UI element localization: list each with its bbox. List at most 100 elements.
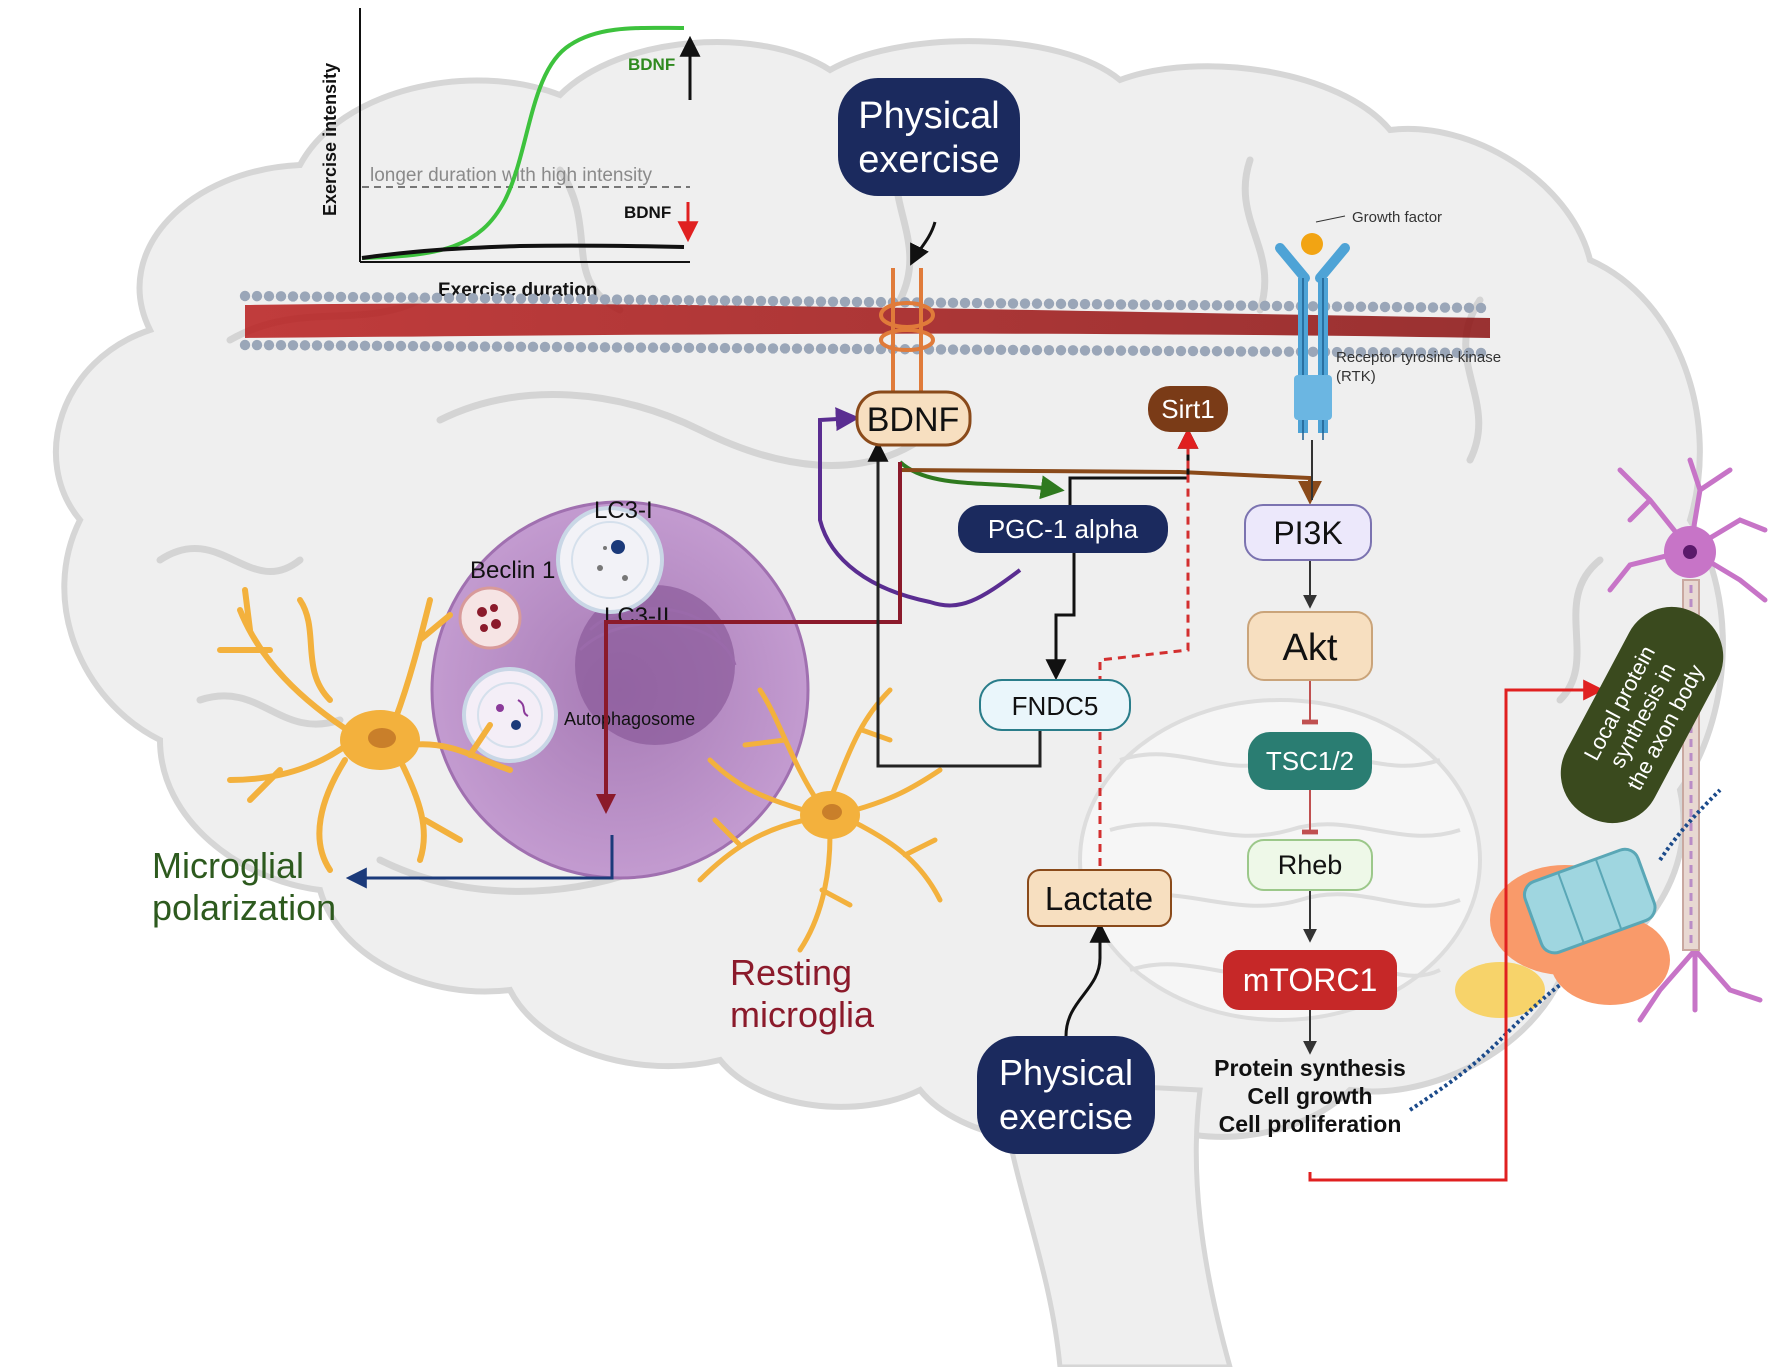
- lipid-head: [1367, 347, 1379, 358]
- lipid-head: [683, 342, 695, 354]
- autophagosome-vesicle: [462, 667, 558, 763]
- lipid-head: [707, 342, 719, 354]
- lipid-head: [791, 343, 803, 354]
- growth-factor-pointer: [1315, 215, 1346, 223]
- lipid-head: [263, 291, 275, 302]
- cell-to-bdnf-arrow: [818, 407, 1022, 608]
- lipid-head: [551, 341, 563, 353]
- lipid-head: [275, 291, 287, 302]
- lipid-head: [251, 290, 263, 302]
- lipid-head: [815, 296, 827, 307]
- microglial-polarization-line1: Microglial: [152, 845, 304, 886]
- lipid-head: [299, 291, 311, 302]
- lipid-head: [491, 293, 503, 304]
- lipid-head: [1331, 301, 1343, 312]
- lipid-head: [239, 290, 251, 302]
- lipid-head: [647, 294, 659, 306]
- resting-microglia-nucleus: [822, 804, 842, 820]
- physical-exercise-top-node: Physical exercise: [838, 78, 1020, 196]
- lipid-head: [455, 292, 467, 304]
- lipid-head: [1451, 302, 1463, 313]
- bdnf-to-pi3k-arrow: [899, 468, 1322, 505]
- bdnf-node: BDNF: [855, 390, 972, 447]
- lipid-head: [827, 343, 839, 354]
- lipid-head: [1199, 300, 1211, 311]
- exercise-to-channel-arrow: [910, 221, 937, 266]
- akt-node-label: Akt: [1283, 627, 1338, 669]
- autophagosome-label: Autophagosome: [564, 709, 695, 729]
- lipid-head: [311, 340, 323, 351]
- lipid-head: [1463, 302, 1475, 313]
- lipid-head: [1199, 345, 1211, 357]
- lipid-head: [419, 292, 431, 303]
- lipid-head: [575, 341, 587, 353]
- lipid-head: [995, 344, 1007, 356]
- mrna-strand-2: [1658, 788, 1722, 862]
- mrna-strand: [1408, 983, 1562, 1112]
- lipid-head: [1067, 298, 1079, 310]
- fndc5-to-bdnf-arrow: [867, 440, 1042, 768]
- lipid-head: [839, 343, 851, 355]
- lipid-head: [599, 342, 611, 353]
- lipid-head: [1151, 299, 1163, 310]
- lipid-head: [335, 291, 347, 303]
- lipid-head: [635, 294, 647, 306]
- lipid-head: [407, 340, 419, 352]
- pgc1-to-fndc5-arrow: [1045, 553, 1076, 681]
- growth-factor-label: Growth factor: [1352, 209, 1442, 226]
- lipid-head: [1403, 302, 1415, 313]
- lipid-head: [1091, 345, 1103, 356]
- lipid-head: [1223, 346, 1235, 357]
- lipid-head: [1427, 302, 1439, 313]
- lipid-head: [1343, 346, 1355, 358]
- lipid-head: [1475, 302, 1487, 314]
- bdnf-to-cell-arrow: [596, 462, 902, 814]
- lipid-head: [1415, 347, 1427, 358]
- lipid-head: [1019, 298, 1031, 309]
- exercise-to-lactate-arrow: [1064, 921, 1111, 1037]
- lipid-head: [1175, 345, 1187, 357]
- lipid-head: [1055, 298, 1067, 310]
- outcome-protein-synthesis: Protein synthesis: [1214, 1055, 1406, 1081]
- lipid-head: [611, 294, 623, 305]
- lipid-head: [863, 296, 875, 308]
- lipid-head: [1355, 346, 1367, 358]
- sirt1-node-label: Sirt1: [1161, 394, 1214, 424]
- lipid-head: [695, 342, 707, 354]
- pgc1-node-label: PGC-1 alpha: [988, 514, 1139, 544]
- lipid-head: [455, 341, 467, 352]
- lipid-head: [527, 341, 539, 353]
- lipid-head: [1127, 345, 1139, 356]
- lipid-head: [347, 340, 359, 351]
- lipid-head: [1031, 298, 1043, 309]
- lipid-head: [275, 340, 287, 351]
- outcomes-to-local-synthesis-arrow: [1308, 679, 1605, 1182]
- lc3i-label: LC3-I: [594, 497, 653, 524]
- lipid-head: [1247, 300, 1259, 311]
- rtk-label-2: (RTK): [1336, 368, 1376, 385]
- lactate-node: Lactate: [1027, 869, 1172, 927]
- beclin-label: Beclin 1: [470, 557, 555, 584]
- lipid-head: [1211, 346, 1223, 357]
- lipid-head: [623, 294, 635, 305]
- lipid-head: [1235, 300, 1247, 311]
- lipid-head: [1127, 299, 1139, 310]
- lipid-head: [743, 295, 755, 307]
- lipid-head: [431, 292, 443, 304]
- lipid-head: [1415, 302, 1427, 313]
- lipid-head: [1427, 347, 1439, 358]
- lipid-head: [515, 341, 527, 352]
- outcomes-text: Protein synthesis Cell growth Cell proli…: [1214, 1055, 1406, 1137]
- lipid-head: [935, 297, 947, 308]
- lipid-head: [1175, 299, 1187, 311]
- lipid-head: [599, 294, 611, 305]
- lipid-head: [863, 343, 875, 355]
- lipid-head: [695, 295, 707, 306]
- lipid-head: [851, 343, 863, 355]
- lipid-head: [323, 291, 335, 303]
- lipid-head: [683, 295, 695, 306]
- fndc5-node-label: FNDC5: [1012, 691, 1099, 721]
- lipid-head: [959, 344, 971, 355]
- lipid-head: [719, 342, 731, 354]
